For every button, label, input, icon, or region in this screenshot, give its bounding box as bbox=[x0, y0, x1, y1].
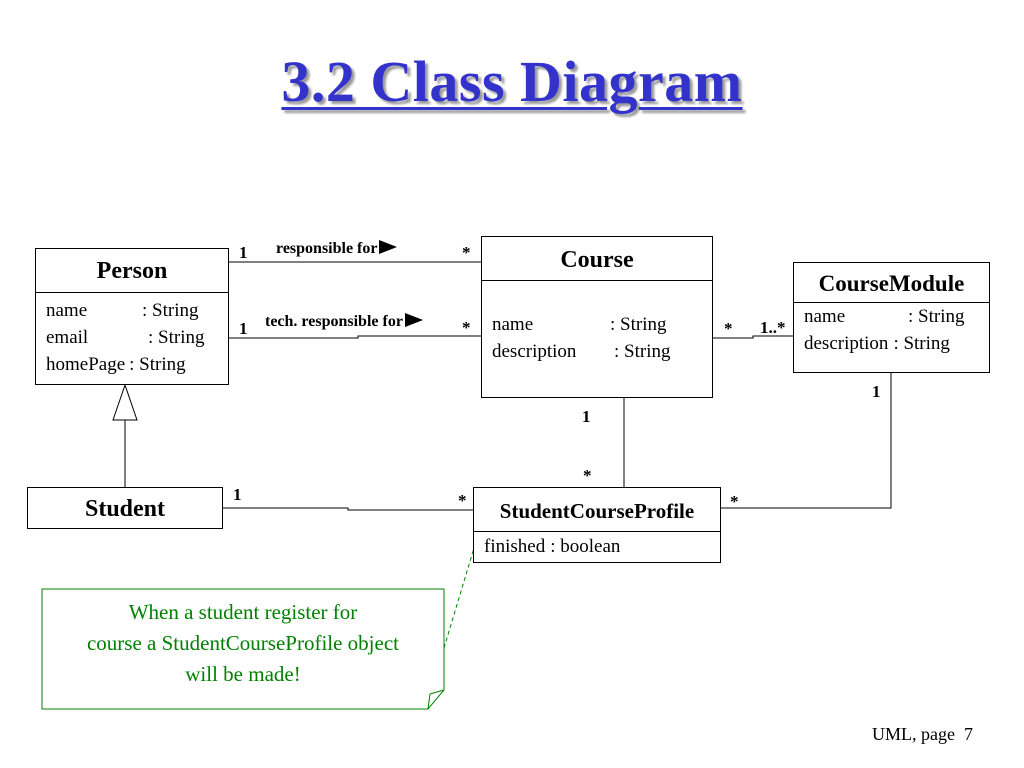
multiplicity-student-profile-profile: * bbox=[458, 491, 467, 510]
class-attribute: name: String bbox=[804, 306, 965, 327]
class-attribute: finished: boolean bbox=[484, 536, 621, 557]
note-connector-line bbox=[443, 547, 475, 649]
note-line: course a StudentCourseProfile object bbox=[86, 631, 399, 655]
class-course: Course name: String description: String bbox=[481, 236, 713, 398]
class-attribute: description: String bbox=[492, 341, 671, 362]
note-line: will be made! bbox=[185, 662, 301, 686]
multiplicity-course-module-course: * bbox=[724, 319, 733, 338]
association-label-responsible: responsible for bbox=[276, 240, 398, 258]
page-title: 3.2 Class Diagram bbox=[281, 49, 743, 114]
class-coursemodule-attributes: name: String description: String bbox=[794, 303, 989, 357]
class-attribute: homePage: String bbox=[46, 354, 186, 375]
multiplicity-person-responsible: 1 bbox=[239, 243, 248, 262]
page-footer: UML, page 7 bbox=[872, 724, 973, 745]
class-course-name: Course bbox=[482, 237, 712, 281]
association-module-profile-line bbox=[720, 372, 892, 509]
class-person-attributes: name: String email: String homePage: Str… bbox=[36, 293, 228, 378]
note-border bbox=[41, 588, 445, 710]
class-attribute: description: String bbox=[804, 333, 950, 354]
class-coursemodule: CourseModule name: String description: S… bbox=[793, 262, 990, 373]
multiplicity-course-module-module: 1..* bbox=[760, 318, 786, 337]
footer-label: UML, page bbox=[872, 724, 955, 744]
class-person: Person name: String email: String homePa… bbox=[35, 248, 229, 385]
class-person-name: Person bbox=[36, 249, 228, 293]
multiplicity-student-profile-student: 1 bbox=[233, 485, 242, 504]
association-student-profile-line bbox=[222, 507, 473, 511]
class-studentcourseprofile: StudentCourseProfile finished: boolean bbox=[473, 487, 721, 563]
multiplicity-person-tech: 1 bbox=[239, 319, 248, 338]
association-label-tech-responsible: tech. responsible for bbox=[265, 313, 423, 331]
multiplicity-course-profile-profile: * bbox=[583, 466, 592, 485]
class-attribute: email: String bbox=[46, 327, 205, 348]
direction-arrow-icon bbox=[404, 313, 423, 327]
note: When a student register for course a Stu… bbox=[42, 589, 444, 709]
multiplicity-course-profile-course: 1 bbox=[582, 407, 591, 426]
association-course-module-line bbox=[712, 335, 794, 339]
association-tech-responsible-line bbox=[228, 335, 482, 339]
class-student: Student bbox=[27, 487, 223, 529]
class-studentcourseprofile-attributes: finished: boolean bbox=[474, 532, 720, 562]
note-line: When a student register for bbox=[128, 600, 358, 624]
class-studentcourseprofile-name: StudentCourseProfile bbox=[474, 488, 720, 532]
class-coursemodule-name: CourseModule bbox=[794, 263, 989, 303]
class-course-attributes: name: String description: String bbox=[482, 281, 712, 365]
generalization-triangle bbox=[112, 383, 138, 421]
note-fold bbox=[427, 689, 445, 710]
multiplicity-course-responsible: * bbox=[462, 243, 471, 262]
class-student-name: Student bbox=[84, 496, 166, 522]
multiplicity-module-profile-profile: * bbox=[730, 492, 739, 511]
multiplicity-module-profile-module: 1 bbox=[872, 382, 881, 401]
class-attribute: name: String bbox=[492, 314, 667, 335]
class-attribute: name: String bbox=[46, 300, 199, 321]
multiplicity-course-tech: * bbox=[462, 318, 471, 337]
direction-arrow-icon bbox=[379, 240, 398, 254]
page-number: 7 bbox=[963, 724, 973, 744]
